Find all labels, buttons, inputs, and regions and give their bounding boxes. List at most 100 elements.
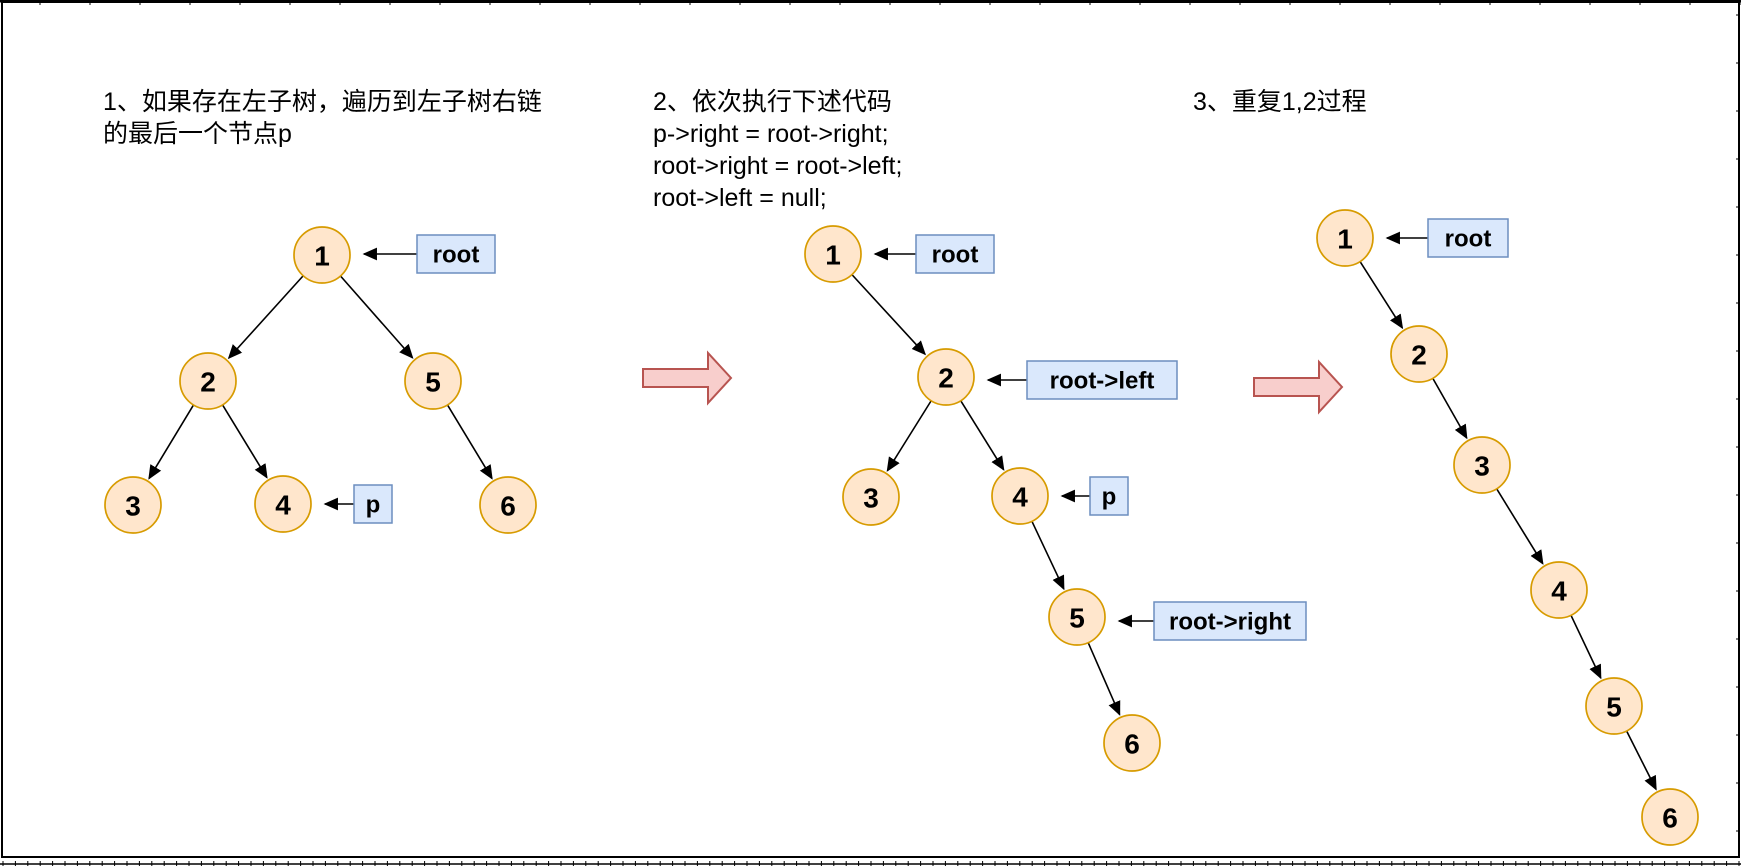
tree-node-circle bbox=[842, 468, 900, 526]
tree-edge bbox=[1087, 642, 1121, 716]
pointer-label-text: p bbox=[366, 492, 381, 519]
step1-note: 1、如果存在左子树，遍历到左子树右链 的最后一个节点p bbox=[103, 86, 542, 150]
tree-edge bbox=[339, 275, 414, 359]
step3-note: 3、重复1,2过程 bbox=[1193, 86, 1367, 118]
tree-edge bbox=[1570, 614, 1602, 680]
tree-step3: 1 2 3 4 5 6 root bbox=[1316, 209, 1699, 846]
tree-edge bbox=[1031, 520, 1065, 591]
tree-edge bbox=[446, 404, 493, 480]
tree-node-value: 4 bbox=[275, 490, 291, 521]
note-line: p->right = root->right; bbox=[653, 120, 889, 148]
tree-node-circle bbox=[1453, 436, 1511, 494]
tree-edge bbox=[851, 274, 927, 356]
pointer-label-text: root bbox=[1445, 226, 1492, 253]
note-line: 1、如果存在左子树，遍历到左子树右链 bbox=[103, 88, 542, 116]
tree-node-value: 5 bbox=[1069, 603, 1085, 634]
tree-node: 3 bbox=[842, 468, 900, 526]
tree-node-circle bbox=[179, 352, 237, 410]
tree-node: 3 bbox=[1453, 436, 1511, 494]
tree-node: 4 bbox=[254, 475, 312, 533]
step-transition-arrow-icon bbox=[642, 350, 733, 406]
pointer-label: root->left bbox=[986, 360, 1178, 400]
note-line: 的最后一个节点p bbox=[103, 120, 292, 148]
tree-node-circle bbox=[404, 352, 462, 410]
tree-step1: 1 2 5 3 4 6 root p bbox=[104, 226, 537, 534]
tree-node-value: 2 bbox=[1411, 340, 1427, 371]
tree-node-value: 1 bbox=[1337, 224, 1353, 255]
tree-node-circle bbox=[293, 226, 351, 284]
tree-edge bbox=[1359, 261, 1404, 330]
pointer-label-text: root->left bbox=[1050, 368, 1155, 395]
tree-node-value: 3 bbox=[1474, 451, 1490, 482]
pointer-label: p bbox=[1060, 476, 1129, 516]
note-line: 2、依次执行下述代码 bbox=[653, 88, 892, 116]
pointer-label: root->right bbox=[1117, 601, 1307, 641]
pointer-label-box bbox=[1026, 360, 1178, 400]
tree-node-circle bbox=[1048, 588, 1106, 646]
pointer-label-box bbox=[416, 234, 496, 274]
tree-node: 5 bbox=[1585, 677, 1643, 735]
tree-step2: 1 2 3 4 5 6 root root->left p root->right bbox=[804, 225, 1307, 772]
tree-edge bbox=[960, 400, 1005, 471]
tree-node-value: 3 bbox=[125, 491, 141, 522]
pointer-label: p bbox=[323, 484, 393, 524]
tree-node: 5 bbox=[404, 352, 462, 410]
tree-node-circle bbox=[104, 476, 162, 534]
tree-node-circle bbox=[1641, 788, 1699, 846]
tree-node-circle bbox=[1316, 209, 1374, 267]
tree-node: 3 bbox=[104, 476, 162, 534]
page-edge-top bbox=[0, 0, 1741, 3]
tree-node-circle bbox=[1585, 677, 1643, 735]
pointer-label-text: root bbox=[433, 242, 480, 269]
tree-node: 1 bbox=[293, 226, 351, 284]
tree-node: 2 bbox=[1390, 325, 1448, 383]
tree-node-value: 5 bbox=[1606, 692, 1622, 723]
tree-node-circle bbox=[1530, 561, 1588, 619]
step2-note: 2、依次执行下述代码 p->right = root->right; root-… bbox=[653, 86, 902, 214]
tree-node-value: 6 bbox=[500, 491, 516, 522]
tree-node-circle bbox=[479, 476, 537, 534]
tree-node-value: 2 bbox=[938, 363, 954, 394]
tree-node-circle bbox=[804, 225, 862, 283]
tree-node: 1 bbox=[1316, 209, 1374, 267]
tree-node-value: 2 bbox=[200, 367, 216, 398]
tree-node-value: 6 bbox=[1662, 803, 1678, 834]
pointer-label-text: root bbox=[932, 242, 979, 269]
pointer-label-box bbox=[1427, 218, 1509, 258]
tree-node: 2 bbox=[917, 348, 975, 406]
tree-edge bbox=[227, 275, 304, 360]
tree-edge bbox=[221, 404, 268, 479]
tree-node-value: 6 bbox=[1124, 729, 1140, 760]
tree-node-circle bbox=[1390, 325, 1448, 383]
tree-node-circle bbox=[991, 467, 1049, 525]
tree-node: 4 bbox=[991, 467, 1049, 525]
tree-node: 6 bbox=[1641, 788, 1699, 846]
tree-edge bbox=[1432, 377, 1468, 440]
tree-edge bbox=[1496, 488, 1544, 565]
pointer-label-box bbox=[915, 234, 995, 274]
tree-node: 1 bbox=[804, 225, 862, 283]
note-line: 3、重复1,2过程 bbox=[1193, 88, 1367, 116]
pointer-label-box bbox=[1153, 601, 1307, 641]
tree-edge bbox=[886, 400, 932, 472]
pointer-label: root bbox=[1385, 218, 1509, 258]
tree-node: 6 bbox=[479, 476, 537, 534]
pointer-label-box bbox=[1089, 476, 1129, 516]
step-transition-arrow-icon bbox=[1253, 359, 1344, 415]
tree-node: 4 bbox=[1530, 561, 1588, 619]
note-line: root->right = root->left; bbox=[653, 152, 903, 180]
pointer-label: root bbox=[362, 234, 496, 274]
tree-node-circle bbox=[1103, 714, 1161, 772]
tree-edge bbox=[148, 404, 195, 480]
pointer-label: root bbox=[873, 234, 995, 274]
pointer-label-text: root->right bbox=[1169, 609, 1291, 636]
tree-node-value: 3 bbox=[863, 483, 879, 514]
tree-node: 6 bbox=[1103, 714, 1161, 772]
tree-node-value: 1 bbox=[825, 240, 841, 271]
note-line: root->left = null; bbox=[653, 184, 827, 212]
tree-node-value: 4 bbox=[1012, 482, 1028, 513]
tree-node-circle bbox=[917, 348, 975, 406]
tree-node-circle bbox=[254, 475, 312, 533]
tree-node: 5 bbox=[1048, 588, 1106, 646]
